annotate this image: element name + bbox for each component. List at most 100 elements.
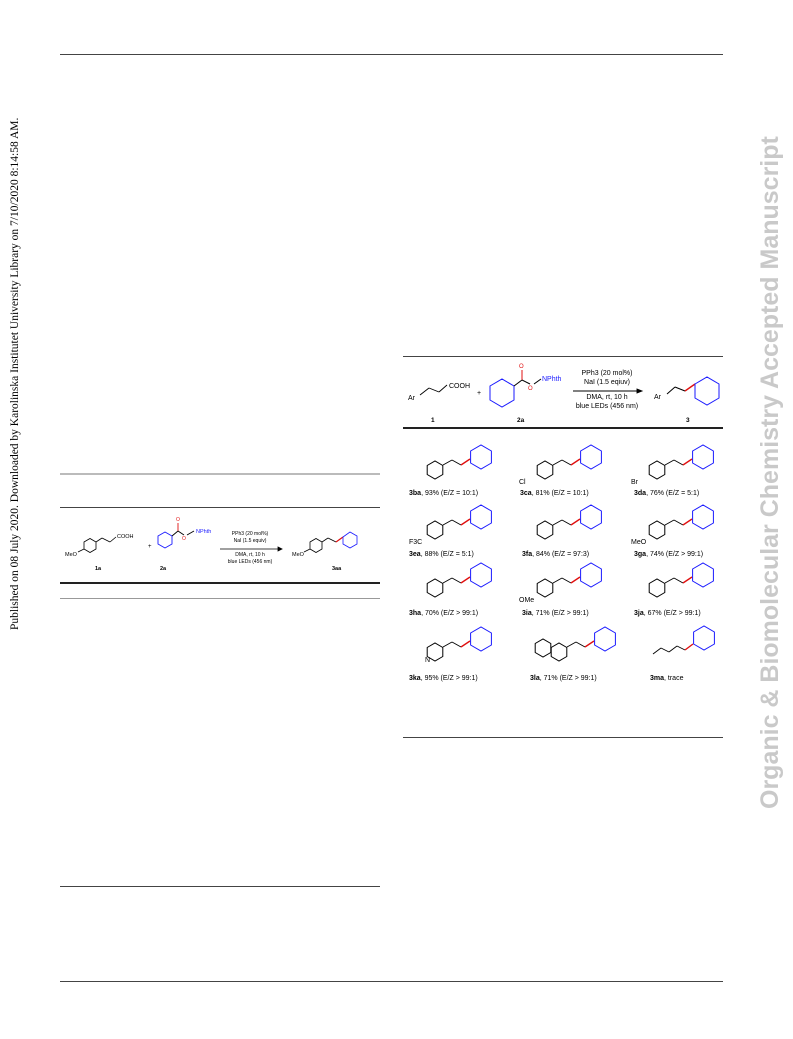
label-1a: 1a <box>95 566 102 572</box>
product-aryl-label: Ar <box>654 394 662 401</box>
label-1: 1 <box>431 417 435 424</box>
vinyl-bond <box>552 519 563 526</box>
aryl-ring <box>550 642 568 662</box>
methoxy-label: MeO <box>65 552 78 558</box>
right-reaction-scheme: Ar COOH + O O NPhth PPh3 (20 mol%) NaI (… <box>408 364 720 424</box>
left-reaction-scheme: COOH MeO + O O NPhth PPh3 (20 mol%) NaI … <box>65 517 358 572</box>
product-id: 3ga <box>634 551 647 558</box>
cyclohexyl-ring <box>692 444 714 470</box>
product-id: 3ba <box>409 490 422 497</box>
journal-watermark: Organic & Biomolecular Chemistry Accepte… <box>756 136 784 809</box>
cyclohexyl-ring <box>594 626 616 652</box>
caption-3ha: 3ha, 70% (E/Z > 99:1) <box>409 610 478 617</box>
vinyl-bond <box>552 459 563 466</box>
caption-3la: 3la, 71% (E/Z > 99:1) <box>530 675 597 682</box>
condition-line-1: DMA, rt, 10 h <box>235 552 265 558</box>
product-id: 3ja <box>634 610 644 617</box>
vinyl-bond <box>451 641 462 648</box>
carbonyl-o-label: O <box>176 517 180 523</box>
product-id: 3ka <box>409 675 421 682</box>
caption-3ka: 3ka, 95% (E/Z > 99:1) <box>409 675 478 682</box>
cyclohexyl-ring <box>470 562 492 588</box>
new-cc-bond <box>570 576 581 584</box>
vinyl-bond <box>575 641 586 648</box>
product-yield: , 88% (E/Z = 5:1) <box>420 551 474 558</box>
substituent-label: MeO <box>631 539 647 546</box>
cyclohexyl-ring <box>693 625 715 651</box>
aryl-ring <box>426 578 444 598</box>
new-cc-bond <box>460 518 471 526</box>
ester-o-label: O <box>182 536 186 542</box>
vinyl-bond <box>442 641 453 648</box>
alkyl-bond <box>652 647 662 655</box>
ester-2a-structure <box>489 370 542 408</box>
product-id: 3la <box>530 675 540 682</box>
label-2a: 2a <box>160 566 167 572</box>
substituent-label: Cl <box>519 479 526 486</box>
right-table-top-rule <box>403 356 723 357</box>
left-footnote-rule <box>60 886 380 887</box>
vinyl-bond <box>552 577 563 584</box>
vinyl-bond <box>673 577 684 584</box>
carbonyl-o-label: O <box>519 364 524 370</box>
product-id: 3ha <box>409 610 422 617</box>
product-yield: , 95% (E/Z > 99:1) <box>420 675 478 682</box>
vinyl-bond <box>664 577 675 584</box>
vinyl-bond <box>566 641 577 648</box>
right-table-bottom-rule <box>403 737 723 738</box>
product-yield: , 71% (E/Z > 99:1) <box>539 675 597 682</box>
new-cc-bond <box>682 576 693 584</box>
product-yield: , 93% (E/Z = 10:1) <box>421 490 479 497</box>
reaction-arrow <box>573 388 644 394</box>
left-table-top-rule <box>60 473 380 475</box>
cyclohexyl-ring <box>470 626 492 652</box>
product-id: 3fa <box>522 551 533 558</box>
product-yield: , 84% (E/Z = 97:3) <box>532 551 590 558</box>
product-3aa-structure <box>303 531 358 553</box>
label-3: 3 <box>686 417 690 424</box>
reagent-line-1: PPh3 (20 mol%) <box>232 531 269 537</box>
left-table-bottom-rule <box>60 598 380 599</box>
caption-3ea: 3ea, 88% (E/Z = 5:1) <box>409 551 474 558</box>
right-scheme-bottom-rule <box>403 427 723 429</box>
aryl-ring <box>648 578 666 598</box>
product-yield: , trace <box>664 675 684 682</box>
bottom-rule <box>60 981 723 982</box>
product-3-structure <box>666 376 720 406</box>
acid-group-label: COOH <box>449 383 470 390</box>
vinyl-bond <box>664 459 675 466</box>
caption-3fa: 3fa, 84% (E/Z = 97:3) <box>522 551 589 558</box>
ester-2a-structure <box>157 523 195 549</box>
plus-sign: + <box>148 544 152 550</box>
nphth-label: NPhth <box>542 376 562 383</box>
caption-3ja: 3ja, 67% (E/Z > 99:1) <box>634 610 701 617</box>
substituent-label: Br <box>631 479 639 486</box>
product-yield: , 81% (E/Z = 10:1) <box>531 490 589 497</box>
vinyl-bond <box>561 459 572 466</box>
reagent-line-2: NaI (1.5 eqiuv) <box>584 379 630 386</box>
product-id: 3ia <box>522 610 532 617</box>
product-id: 3ea <box>409 551 421 558</box>
product-id: 3ma <box>650 675 665 682</box>
left-scheme-top-rule <box>60 507 380 508</box>
cyclohexyl-ring <box>580 504 602 530</box>
aryl-ring <box>536 520 554 540</box>
new-cc-bond <box>682 518 693 526</box>
pyridine-n-label: N <box>425 657 430 664</box>
new-cc-bond <box>460 640 471 648</box>
vinyl-bond <box>451 577 462 584</box>
substituent-label: OMe <box>519 597 534 604</box>
new-cc-bond <box>584 640 595 648</box>
cyclohexyl-ring <box>580 562 602 588</box>
caption-3ma: 3ma, trace <box>650 675 683 682</box>
vinyl-bond <box>442 519 453 526</box>
acid-1-structure <box>419 384 448 396</box>
alkyl-bond <box>660 647 670 653</box>
acid-1a-structure <box>77 536 117 553</box>
alkyl-bond <box>676 645 686 651</box>
publication-note: Published on 08 July 2020. Downloaded by… <box>9 117 21 630</box>
caption-3ia: 3ia, 71% (E/Z > 99:1) <box>522 610 589 617</box>
vinyl-bond <box>451 519 462 526</box>
vinyl-bond <box>673 459 684 466</box>
